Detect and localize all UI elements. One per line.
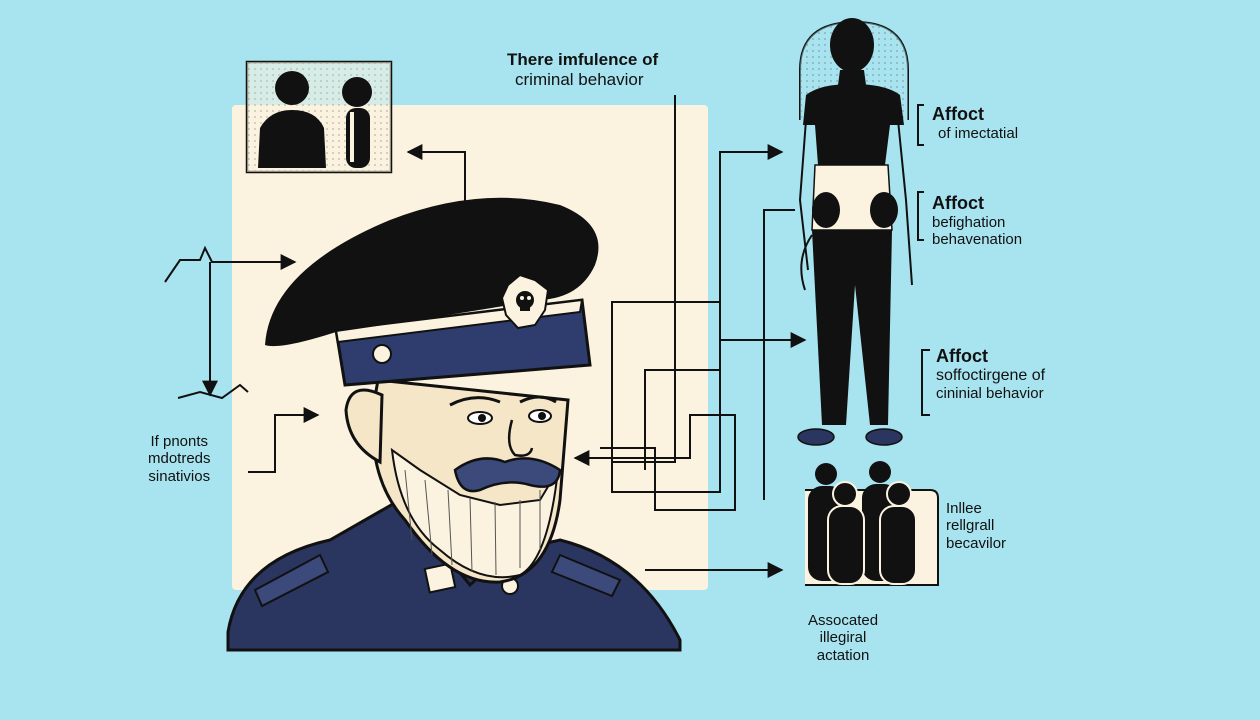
- diagram-title: There imfulence of criminal behavior: [507, 50, 659, 89]
- left-label: If pnonts mdotreds sinativios: [148, 433, 211, 485]
- bottom-label: Assocated illegiral actation: [808, 612, 879, 664]
- label-brackets: [917, 104, 930, 416]
- right-top-label: Affoct of imectatial: [932, 104, 1019, 142]
- standing-person-silhouette: [797, 18, 913, 446]
- crowd-silhouettes-icon: [805, 461, 939, 586]
- police-officer-illustration: [226, 197, 682, 652]
- right-third-label: Affoct soffoctirgene of cininial behavio…: [936, 346, 1046, 403]
- connector-lines: [164, 95, 807, 578]
- right-group-label: Inllee rellgrall becavilor: [946, 500, 1007, 552]
- right-second-label: Affoct befighation behavenation: [932, 193, 1023, 248]
- two-silhouettes-icon: [245, 60, 393, 174]
- skull-badge-icon: [500, 273, 550, 330]
